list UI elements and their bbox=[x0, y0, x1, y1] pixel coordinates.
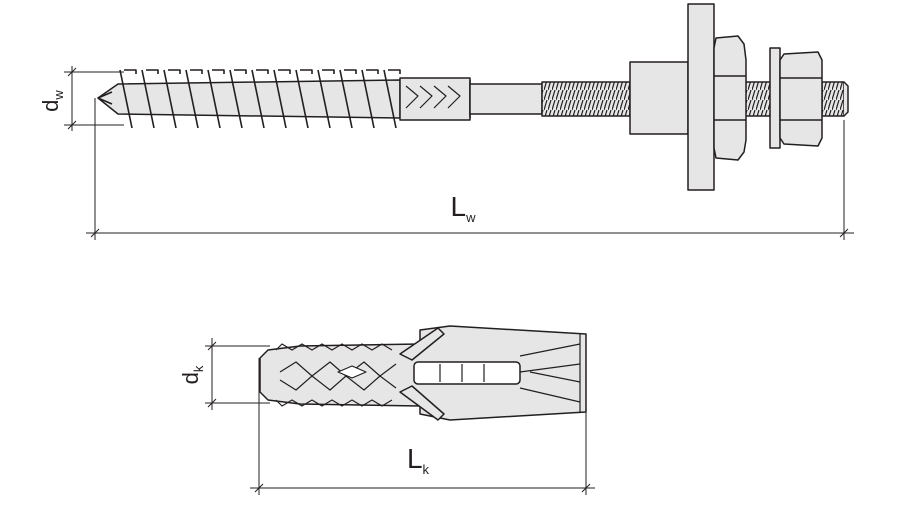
metric-thread-end bbox=[821, 81, 845, 117]
plate-washer bbox=[687, 3, 715, 191]
plastic-plug bbox=[259, 325, 587, 421]
thread-flights bbox=[119, 69, 401, 129]
small-washer bbox=[769, 47, 781, 149]
dimension-lk bbox=[250, 358, 595, 495]
dimension-dw bbox=[64, 66, 124, 131]
shank bbox=[469, 83, 543, 115]
dimension-lw bbox=[86, 98, 854, 240]
sealing-sleeve bbox=[629, 61, 689, 135]
hex-nut-2 bbox=[779, 51, 823, 147]
dk-label: dk bbox=[178, 365, 206, 384]
lk-label: Lk bbox=[407, 443, 430, 477]
metric-thread bbox=[541, 81, 631, 117]
screw-anchor bbox=[97, 3, 849, 191]
collar bbox=[399, 77, 471, 121]
hex-nut-1 bbox=[713, 35, 747, 161]
dw-label: dw bbox=[38, 90, 66, 112]
wood-thread bbox=[97, 69, 401, 129]
lw-label: Lw bbox=[451, 191, 477, 225]
